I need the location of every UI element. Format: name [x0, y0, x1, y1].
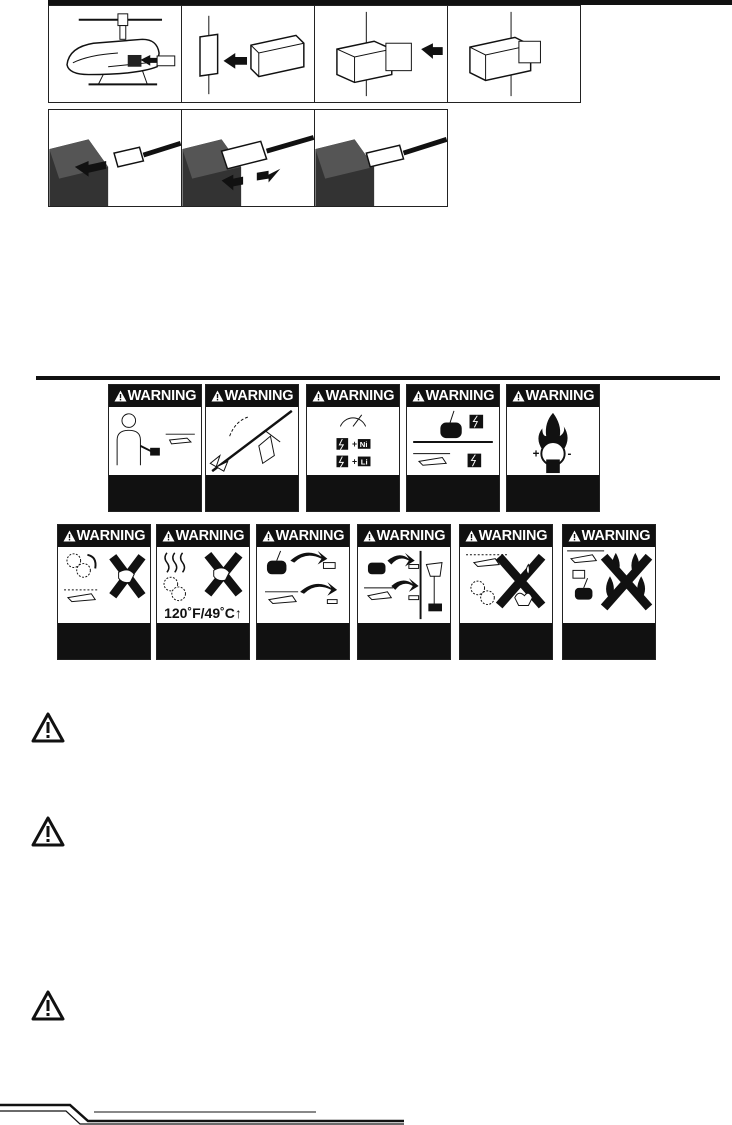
warning-label-transmitter-first: WARNING — [406, 384, 500, 512]
install-step-1-helicopter — [48, 5, 182, 103]
top-rule — [48, 0, 732, 5]
svg-text:+: + — [533, 448, 540, 461]
warning-label-header: WARNING — [407, 385, 499, 407]
svg-text:+: + — [352, 456, 357, 466]
warning-label-header: WARNING — [507, 385, 599, 407]
warning-label-crash-stop: WARNING — [459, 524, 553, 660]
warning-label-footer — [206, 475, 298, 511]
warning-label-footer — [109, 475, 201, 511]
warning-label-power-off-sequence: WARNING — [357, 524, 451, 660]
warning-label-header: WARNING — [157, 525, 249, 547]
warning-triangle-icon — [63, 530, 76, 542]
x-icon — [495, 553, 546, 609]
warning-label-header: WARNING — [206, 385, 298, 407]
warning-triangle-icon — [312, 390, 325, 402]
warning-triangle-icon — [412, 390, 425, 402]
warning-label-footer — [157, 623, 249, 659]
connector-step-3 — [314, 109, 448, 207]
warning-triangle-icon — [162, 530, 175, 542]
warning-label-header: WARNING — [307, 385, 399, 407]
warning-triangle-icon — [512, 390, 525, 402]
install-step-4-battery-seated — [447, 5, 581, 103]
warning-label-charger: WARNING + Ni + Li — [306, 384, 400, 512]
temperature-limit: 120˚F/49˚C↑ — [164, 605, 242, 621]
warning-label-header: WARNING — [460, 525, 552, 547]
warning-label-footer — [507, 475, 599, 511]
warning-label-footer — [257, 623, 349, 659]
warning-triangle-icon — [363, 530, 376, 542]
warning-label-header: WARNING — [58, 525, 150, 547]
arrow-up-icon: ↑ — [234, 605, 242, 621]
warning-triangle-icon — [211, 390, 224, 402]
warning-label-footer — [58, 623, 150, 659]
footer-rule — [0, 1103, 404, 1125]
warning-label-water: WARNING — [562, 524, 656, 660]
warning-triangle-icon — [262, 530, 275, 542]
warning-triangle-icon — [465, 530, 478, 542]
install-step-2-slide-battery — [181, 5, 315, 103]
warning-label-power-on-sequence: WARNING — [256, 524, 350, 660]
warning-label-crash-hazard: WARNING — [205, 384, 299, 512]
warning-label-footer — [460, 623, 552, 659]
warning-label-header: WARNING — [358, 525, 450, 547]
install-step-3-insert-battery — [314, 5, 448, 103]
caution-triangle-icon — [31, 816, 65, 847]
x-icon — [600, 553, 653, 611]
warning-label-header: WARNING — [563, 525, 655, 547]
warning-label-footer — [358, 623, 450, 659]
warning-label-supervision: WARNING — [108, 384, 202, 512]
warning-triangle-icon — [568, 530, 581, 542]
connector-step-2 — [181, 109, 315, 207]
warning-label-fire-hazard: WARNING + - — [506, 384, 600, 512]
svg-text:-: - — [568, 448, 572, 461]
nimh-label: Ni — [360, 440, 368, 449]
connector-step-1 — [48, 109, 182, 207]
warning-label-footer — [563, 623, 655, 659]
warning-label-footer — [307, 475, 399, 511]
warning-label-heat: WARNING 120˚F/49˚C↑ — [156, 524, 250, 660]
warning-label-header: WARNING — [257, 525, 349, 547]
caution-triangle-icon — [31, 990, 65, 1021]
warning-triangle-icon — [114, 390, 127, 402]
warning-label-header: WARNING — [109, 385, 201, 407]
section-divider — [36, 376, 720, 380]
warning-label-footer — [407, 475, 499, 511]
caution-triangle-icon — [31, 712, 65, 743]
svg-text:+: + — [352, 439, 357, 449]
lipo-label: Li — [361, 457, 368, 466]
warning-label-rotor-hands: WARNING — [57, 524, 151, 660]
